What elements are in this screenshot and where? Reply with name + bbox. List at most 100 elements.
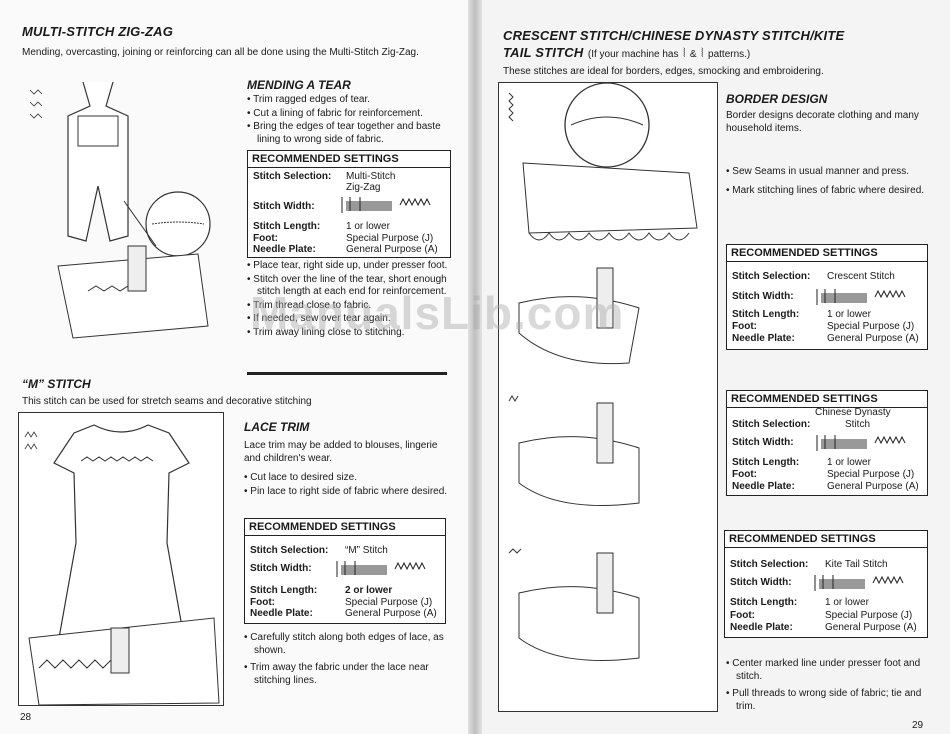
settings-heading: RECOMMENDED SETTINGS (727, 245, 927, 262)
book-gutter (468, 0, 482, 734)
mending-bullets-a: • Trim ragged edges of tear. • Cut a lin… (247, 94, 452, 147)
settings-label: Foot: (730, 610, 755, 621)
list-item: • Center marked line under presser foot … (726, 658, 921, 682)
lace-bullets-b: • Carefully stitch along both edges of l… (244, 632, 448, 688)
settings-label: Stitch Selection: (730, 559, 809, 570)
overalls-illustration (29, 81, 211, 339)
list-item: • Trim thread close to fabric. (247, 299, 372, 311)
settings-value: Special Purpose (J) (827, 469, 915, 480)
mending-title: MENDING A TEAR (247, 78, 351, 92)
pattern-symbol-icon: ⦚ (682, 46, 686, 60)
page-number: 29 (912, 720, 924, 731)
settings-value: Chinese Dynasty (815, 407, 891, 418)
watermark: ManualsLib.com (250, 287, 625, 339)
list-item: • Cut a lining of fabric for reinforceme… (247, 107, 423, 119)
settings-label: Stitch Selection: (732, 271, 811, 282)
settings-label: Stitch Selection: (250, 545, 329, 556)
settings-label: Stitch Width: (732, 291, 794, 302)
mending-bullets-b: • Place tear, right side up, under press… (247, 260, 452, 340)
settings-value: General Purpose (A) (825, 622, 917, 633)
settings-label: Stitch Width: (732, 437, 794, 448)
settings-heading: RECOMMENDED SETTINGS (248, 151, 450, 168)
list-item: • Pull threads to wrong side of fabric; … (726, 688, 922, 712)
settings-value: Special Purpose (J) (825, 610, 913, 621)
settings-label: Stitch Selection: (732, 419, 811, 430)
settings-value: General Purpose (A) (346, 244, 438, 255)
settings-value: Special Purpose (J) (346, 233, 434, 244)
lace-intro: Lace trim may be added to blouses, linge… (244, 440, 438, 464)
list-item: • Place tear, right side up, under press… (247, 260, 448, 271)
settings-label: Stitch Length: (732, 457, 800, 468)
list-item: • Trim ragged edges of tear. (247, 94, 371, 105)
list-item: • Pin lace to right side of fabric where… (244, 485, 448, 497)
settings-heading: RECOMMENDED SETTINGS (725, 531, 927, 548)
settings-value: 1 or lower (827, 309, 871, 320)
list-item: • Stitch over the line of the tear, shor… (247, 273, 447, 298)
settings-box-zigzag: RECOMMENDED SETTINGS Stitch Selection: M… (247, 150, 451, 258)
settings-value: 1 or lower (346, 221, 390, 232)
m-stitch-intro: This stitch can be used for stretch seam… (22, 396, 312, 407)
section-divider (247, 372, 447, 375)
list-item: • Sew Seams in usual manner and press. (726, 166, 910, 177)
settings-label: Stitch Length: (730, 597, 798, 608)
title-note: patterns.) (708, 49, 751, 60)
settings-value: General Purpose (A) (827, 481, 919, 492)
stitch-width-gauge-icon (816, 435, 906, 451)
settings-label: Needle Plate: (730, 622, 793, 633)
m-stitch-title: “M” STITCH (22, 377, 91, 391)
right-title-line2: TAIL STITCH (If your machine has ⦚ & ⦚ p… (503, 44, 750, 62)
settings-value: Stitch (845, 419, 871, 430)
stitch-width-gauge-icon (814, 575, 904, 591)
border-intro: Border designs decorate clothing and man… (726, 110, 919, 134)
list-item: • Mark stitching lines of fabric where d… (726, 184, 925, 196)
list-item: • Trim away lining close to stitching. (247, 326, 405, 338)
settings-label: Foot: (732, 321, 757, 332)
settings-label: Stitch Width: (730, 577, 792, 588)
right-intro: These stitches are ideal for borders, ed… (503, 66, 824, 77)
list-item: • Trim away the fabric under the lace ne… (244, 662, 429, 686)
settings-box-kite-tail: RECOMMENDED SETTINGS Stitch Selection: K… (724, 530, 928, 638)
settings-heading: RECOMMENDED SETTINGS (245, 519, 445, 536)
settings-label: Foot: (732, 469, 757, 480)
left-page: MULTI-STITCH ZIG-ZAG Mending, overcastin… (0, 0, 468, 734)
border-illustrations (498, 82, 718, 712)
settings-value: Kite Tail Stitch (825, 559, 888, 570)
settings-box-chinese-dynasty: RECOMMENDED SETTINGS Chinese Dynasty Sti… (726, 390, 928, 496)
settings-box-m-stitch: RECOMMENDED SETTINGS Stitch Selection: “… (244, 518, 446, 624)
pattern-symbol-icon: ⦚ (701, 46, 704, 60)
settings-value: 1 or lower (827, 457, 871, 468)
closing-bullets: • Center marked line under presser foot … (726, 658, 932, 714)
settings-label: Stitch Selection: (253, 171, 332, 182)
right-title-text: TAIL STITCH (503, 45, 584, 60)
settings-value: Special Purpose (J) (345, 597, 433, 608)
settings-value: 2 or lower (345, 585, 393, 596)
settings-label: Stitch Width: (250, 563, 312, 574)
lace-title: LACE TRIM (244, 420, 310, 434)
border-title: BORDER DESIGN (726, 92, 828, 106)
settings-label: Needle Plate: (253, 244, 316, 255)
list-item: • Carefully stitch along both edges of l… (244, 632, 444, 656)
stitch-width-gauge-icon (341, 197, 431, 213)
settings-value: Multi-Stitch Zig-Zag (346, 171, 396, 193)
dress-illustration (18, 412, 224, 706)
stitch-width-gauge-icon (336, 561, 426, 577)
right-page: CRESCENT STITCH/CHINESE DYNASTY STITCH/K… (482, 0, 950, 734)
page-number: 28 (20, 712, 32, 723)
zigzag-title: MULTI-STITCH ZIG-ZAG (22, 24, 174, 39)
settings-label: Foot: (250, 597, 275, 608)
settings-label: Needle Plate: (732, 333, 795, 344)
settings-value: Special Purpose (J) (827, 321, 915, 332)
settings-label: Needle Plate: (732, 481, 795, 492)
list-item: • Cut lace to desired size. (244, 472, 357, 483)
settings-label: Stitch Width: (253, 201, 315, 212)
right-title-line1: CRESCENT STITCH/CHINESE DYNASTY STITCH/K… (503, 28, 845, 43)
settings-value: 1 or lower (825, 597, 869, 608)
list-item: • If needed, sew over tear again. (247, 313, 391, 324)
settings-label: Needle Plate: (250, 608, 313, 619)
settings-label: Foot: (253, 233, 278, 244)
settings-value: Crescent Stitch (827, 271, 895, 282)
settings-value: “M” Stitch (345, 545, 388, 556)
settings-box-crescent: RECOMMENDED SETTINGS Stitch Selection: C… (726, 244, 928, 350)
settings-value: General Purpose (A) (345, 608, 437, 619)
settings-label: Stitch Length: (253, 221, 321, 232)
